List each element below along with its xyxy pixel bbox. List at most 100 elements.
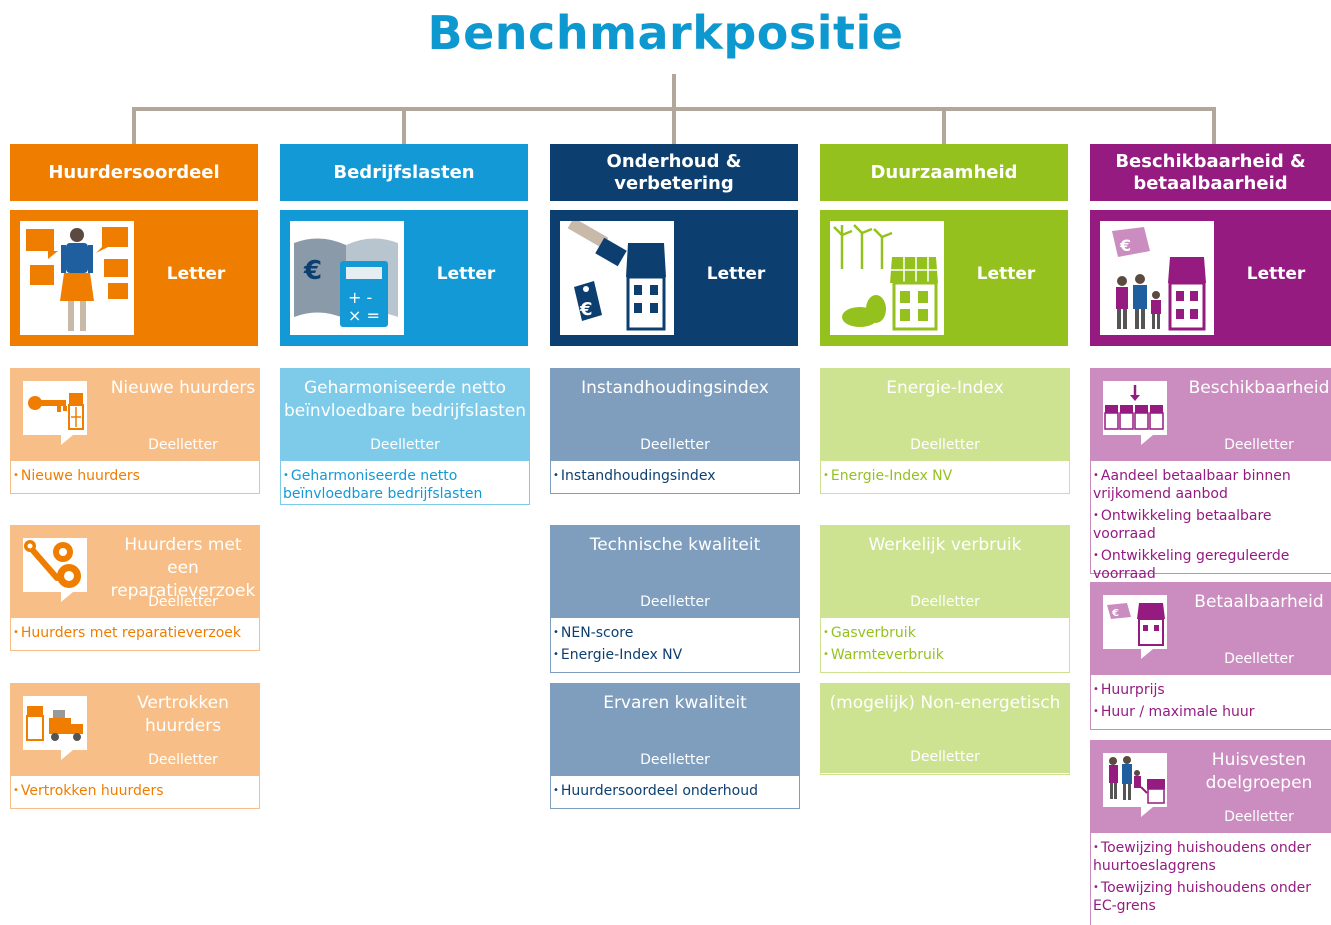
indicator-list: Nieuwe huurders (11, 461, 259, 493)
connector-drop-3 (672, 107, 676, 145)
sub-card-werkelijk-verbruik: Werkelijk verbruik Deelletter Gasverbrui… (820, 525, 1070, 673)
letter-label: Letter (166, 264, 226, 284)
sub-card-huisvesten-doelgroepen: Huisvesten doelgroepen Deelletter Toewij… (1090, 740, 1331, 925)
svg-text:+ -: + - (348, 288, 372, 307)
connector-drop-5 (1212, 107, 1216, 145)
column-header: Duurzaamheid (820, 144, 1068, 201)
key-house-icon (23, 381, 87, 445)
deelletter-label: Deelletter (910, 594, 980, 610)
list-item: Energie-Index NV (823, 467, 1065, 485)
indicator-list: Huurders met reparatieverzoek (11, 618, 259, 650)
sub-card-head: Beschikbaarheid Deelletter (1091, 369, 1331, 461)
sub-card-ervaren-kwaliteit: Ervaren kwaliteit Deelletter Huurdersoor… (550, 683, 800, 809)
sub-card-title: Geharmoniseerde netto beïnvloedbare bedr… (283, 378, 527, 421)
list-item: Gasverbruik (823, 624, 1065, 642)
deelletter-label: Deelletter (148, 437, 218, 453)
price-tag-house-icon: € (1103, 595, 1167, 659)
letter-label: Letter (436, 264, 496, 284)
sub-card-beschikbaarheid: Beschikbaarheid Deelletter Aandeel betaa… (1090, 368, 1331, 582)
sub-card-title: Beschikbaarheid (1188, 378, 1330, 398)
list-item: Warmteverbruik (823, 646, 1065, 664)
letter-label: Letter (706, 264, 766, 284)
deelletter-label: Deelletter (640, 594, 710, 610)
sub-card-head: Ervaren kwaliteit Deelletter (551, 684, 799, 776)
column-huurdersoordeel: Huurdersoordeel Letter (10, 144, 258, 346)
moving-truck-icon (23, 696, 87, 760)
sub-card-head: Instandhoudingsindex Deelletter (551, 369, 799, 461)
sub-card-title: Nieuwe huurders (110, 378, 256, 398)
column-header: Onderhoud & verbetering (550, 144, 798, 201)
sub-card-title: Werkelijk verbruik (868, 535, 1022, 555)
deelletter-label: Deelletter (370, 437, 440, 453)
deelletter-label: Deelletter (640, 437, 710, 453)
sub-card-title: Huurders met een reparatieverzoek (110, 535, 256, 601)
sub-card-head: Technische kwaliteit Deelletter (551, 526, 799, 618)
column-bedrijfslasten: Bedrijfslasten € + - × = Letter (280, 144, 528, 346)
indicator-list: NEN-score Energie-Index NV (551, 618, 799, 672)
list-item: Ontwikkeling gereguleerde voorraad (1093, 547, 1327, 583)
sub-card-head: Vertrokken huurders Deelletter (11, 684, 259, 776)
list-item: NEN-score (553, 624, 795, 642)
list-item: Aandeel betaalbaar binnen vrijkomend aan… (1093, 467, 1327, 503)
sub-card-head: Geharmoniseerde netto beïnvloedbare bedr… (281, 369, 529, 461)
column-header-label: Beschikbaarheid & betaalbaarheid (1115, 150, 1306, 194)
sub-card-bedrijfslasten: Geharmoniseerde netto beïnvloedbare bedr… (280, 368, 530, 505)
deelletter-label: Deelletter (148, 594, 218, 610)
column-header: Beschikbaarheid & betaalbaarheid (1090, 144, 1331, 201)
column-header-label: Duurzaamheid (870, 161, 1018, 183)
sub-card-head: Huurders met een reparatieverzoek Deelle… (11, 526, 259, 618)
sub-card-technische-kwaliteit: Technische kwaliteit Deelletter NEN-scor… (550, 525, 800, 673)
letter-label: Letter (1246, 264, 1306, 284)
deelletter-label: Deelletter (148, 752, 218, 768)
deelletter-label: Deelletter (1224, 437, 1294, 453)
wind-solar-icon (830, 221, 944, 335)
sub-card-title: Vertrokken huurders (137, 693, 229, 736)
column-onderhoud-verbetering: Onderhoud & verbetering € Letter (550, 144, 798, 346)
connector-trunk (672, 74, 676, 110)
indicator-list: Huurdersoordeel onderhoud (551, 776, 799, 808)
sub-card-title: (mogelijk) Non-energetisch (829, 693, 1061, 713)
sub-card-title: Instandhoudingsindex (581, 378, 769, 398)
indicator-list: Geharmoniseerde netto beïnvloedbare bedr… (281, 461, 529, 511)
indicator-list: Toewijzing huishoudens onder huurtoeslag… (1091, 833, 1331, 923)
letter-label: Letter (976, 264, 1036, 284)
svg-text:× =: × = (348, 306, 380, 325)
list-item: Huurprijs (1093, 681, 1327, 699)
list-item: Toewijzing huishoudens onder huurtoeslag… (1093, 839, 1327, 875)
list-item: Huurders met reparatieverzoek (13, 624, 255, 642)
deelletter-label: Deelletter (910, 749, 980, 765)
column-header-label: Bedrijfslasten (333, 161, 475, 183)
sub-card-non-energetisch: (mogelijk) Non-energetisch Deelletter (820, 683, 1070, 775)
sub-card-title: Ervaren kwaliteit (603, 693, 747, 713)
sub-card-vertrokken-huurders: Vertrokken huurders Deelletter Vertrokke… (10, 683, 260, 809)
sub-card-title: Huisvesten doelgroepen (1205, 750, 1313, 793)
list-item: Nieuwe huurders (13, 467, 255, 485)
wrench-gears-icon (23, 538, 87, 602)
svg-text:€: € (1111, 608, 1119, 619)
list-item: Toewijzing huishoudens onder EC-grens (1093, 879, 1327, 915)
column-header: Bedrijfslasten (280, 144, 528, 201)
column-duurzaamheid: Duurzaamheid Letter (820, 144, 1068, 346)
sub-card-head: Werkelijk verbruik Deelletter (821, 526, 1069, 618)
list-item: Ontwikkeling betaalbare voorraad (1093, 507, 1327, 543)
column-header-label: Huurdersoordeel (48, 161, 220, 183)
indicator-list: Instandhoudingsindex (551, 461, 799, 493)
connector-drop-2 (402, 107, 406, 145)
sub-card-head: € Betaalbaarheid Deelletter (1091, 583, 1331, 675)
main-card: Letter (10, 210, 258, 346)
indicator-list: Energie-Index NV (821, 461, 1069, 493)
column-beschikbaarheid-betaalbaarheid: Beschikbaarheid & betaalbaarheid € Lette… (1090, 144, 1331, 346)
sub-card-energie-index: Energie-Index Deelletter Energie-Index N… (820, 368, 1070, 494)
column-header: Huurdersoordeel (10, 144, 258, 201)
sub-card-title: Betaalbaarheid (1194, 592, 1324, 612)
deelletter-label: Deelletter (640, 752, 710, 768)
list-item: Huur / maximale huur (1093, 703, 1327, 721)
sub-card-head: Energie-Index Deelletter (821, 369, 1069, 461)
sub-card-nieuwe-huurders: Nieuwe huurders Deelletter Nieuwe huurde… (10, 368, 260, 494)
row-houses-icon (1103, 381, 1167, 445)
main-card: € Letter (1090, 210, 1331, 346)
indicator-list: Huurprijs Huur / maximale huur (1091, 675, 1331, 729)
deelletter-label: Deelletter (1224, 809, 1294, 825)
svg-text:€: € (303, 256, 322, 286)
deelletter-label: Deelletter (1224, 651, 1294, 667)
